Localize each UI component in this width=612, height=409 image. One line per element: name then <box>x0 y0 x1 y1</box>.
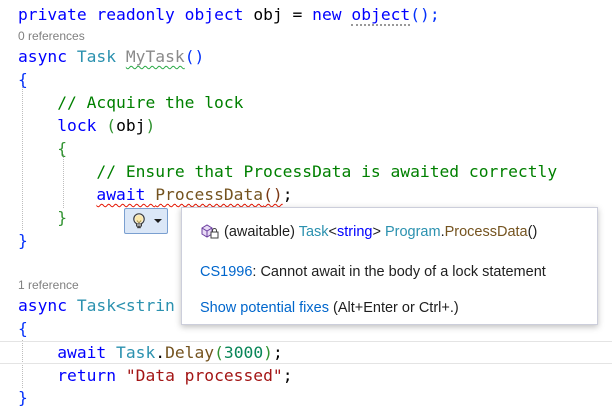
signature-punct: < <box>328 224 337 240</box>
punctuation: (); <box>410 5 440 24</box>
code-line-current[interactable]: await Task.Delay(3000); <box>18 341 283 364</box>
chevron-down-icon[interactable] <box>153 217 163 225</box>
type-name: Task<strin <box>76 296 175 315</box>
error-text: : Cannot await in the body of a lock sta… <box>252 264 546 280</box>
signature-class[interactable]: Program <box>384 224 441 240</box>
signature-type-arg: string <box>337 224 373 240</box>
method-signature: (awaitable) Task<string> Program.Process… <box>200 222 537 240</box>
code-line[interactable]: async Task MyTask() <box>18 45 204 68</box>
locked-method-icon <box>201 224 219 239</box>
keyword: readonly <box>96 5 175 24</box>
quick-actions-lightbulb-button[interactable] <box>124 208 168 234</box>
type-name: Task <box>116 343 156 362</box>
number-literal: 3000 <box>223 343 264 362</box>
code-line[interactable]: await ProcessData(); <box>18 183 293 206</box>
keyword: private <box>18 5 87 24</box>
comment: // Acquire the lock <box>57 93 244 112</box>
keyword: async <box>18 296 68 315</box>
code-line[interactable]: } <box>18 386 28 409</box>
brace: } <box>57 208 68 227</box>
code-line[interactable]: lock (obj) <box>18 114 155 137</box>
show-potential-fixes-link[interactable]: Show potential fixes <box>200 300 329 316</box>
lightbulb-icon <box>133 213 145 229</box>
quick-info-tooltip: (awaitable) Task<string> Program.Process… <box>181 207 598 325</box>
code-line[interactable]: } <box>18 229 28 252</box>
punctuation: . <box>155 343 166 362</box>
indent-guide <box>22 340 23 388</box>
punctuation: () <box>263 185 283 204</box>
punctuation: ( <box>106 116 117 135</box>
signature-prefix: (awaitable) <box>224 224 299 240</box>
method-name-warning[interactable]: MyTask <box>125 47 185 66</box>
keyword-suggestion[interactable]: object <box>351 5 411 26</box>
identifier: obj <box>253 5 283 24</box>
keyword: await <box>57 343 107 362</box>
brace: } <box>18 388 28 407</box>
type-name: Task <box>76 47 117 66</box>
error-message: CS1996: Cannot await in the body of a lo… <box>200 264 546 280</box>
keyword: lock <box>57 116 97 135</box>
code-line[interactable]: return "Data processed"; <box>18 364 293 387</box>
indent-guide <box>63 154 64 208</box>
codelens-references[interactable]: 0 references <box>18 29 85 43</box>
identifier: obj <box>116 116 146 135</box>
operator: = <box>292 5 303 24</box>
brace: { <box>57 139 68 158</box>
punctuation: ; <box>282 185 293 204</box>
string-literal: "Data processed" <box>125 366 283 385</box>
punctuation: ; <box>282 366 293 385</box>
punctuation: ) <box>263 343 273 362</box>
keyword-error[interactable]: await <box>96 185 146 204</box>
brace: { <box>18 70 28 89</box>
signature-punct: () <box>527 224 538 240</box>
code-line[interactable]: { <box>18 68 28 91</box>
brace: { <box>18 319 28 338</box>
current-line-highlight <box>0 341 612 364</box>
code-line[interactable]: // Acquire the lock <box>18 91 243 114</box>
punctuation: () <box>184 47 205 66</box>
codelens-references[interactable]: 1 reference <box>18 278 79 292</box>
code-line[interactable]: async Task<strin <box>18 294 175 317</box>
signature-method[interactable]: ProcessData <box>444 224 528 240</box>
keyword: return <box>57 366 117 385</box>
punctuation: ( <box>214 343 224 362</box>
comment: // Ensure that ProcessData is awaited co… <box>96 162 558 181</box>
code-line[interactable]: private readonly object obj = new object… <box>18 3 440 26</box>
method-name: Delay <box>165 343 215 362</box>
error-code-link[interactable]: CS1996 <box>200 264 253 280</box>
keyword: object <box>184 5 244 24</box>
keyword: new <box>312 5 342 24</box>
show-fixes-row: Show potential fixes (Alt+Enter or Ctrl+… <box>200 300 459 316</box>
shortcut-hint: (Alt+Enter or Ctrl+.) <box>328 300 459 316</box>
code-line[interactable]: } <box>18 206 67 229</box>
method-name[interactable]: ProcessData <box>155 185 264 204</box>
punctuation: ; <box>272 343 283 362</box>
code-line[interactable]: { <box>18 137 67 160</box>
keyword: async <box>18 47 68 66</box>
punctuation: ) <box>145 116 156 135</box>
signature-punct: . <box>440 224 445 240</box>
code-line[interactable]: { <box>18 317 28 340</box>
signature-punct: > <box>372 224 385 240</box>
indent-guide <box>22 80 23 230</box>
signature-type[interactable]: Task <box>298 224 329 240</box>
code-line[interactable]: // Ensure that ProcessData is awaited co… <box>18 160 557 183</box>
brace: } <box>18 231 28 250</box>
